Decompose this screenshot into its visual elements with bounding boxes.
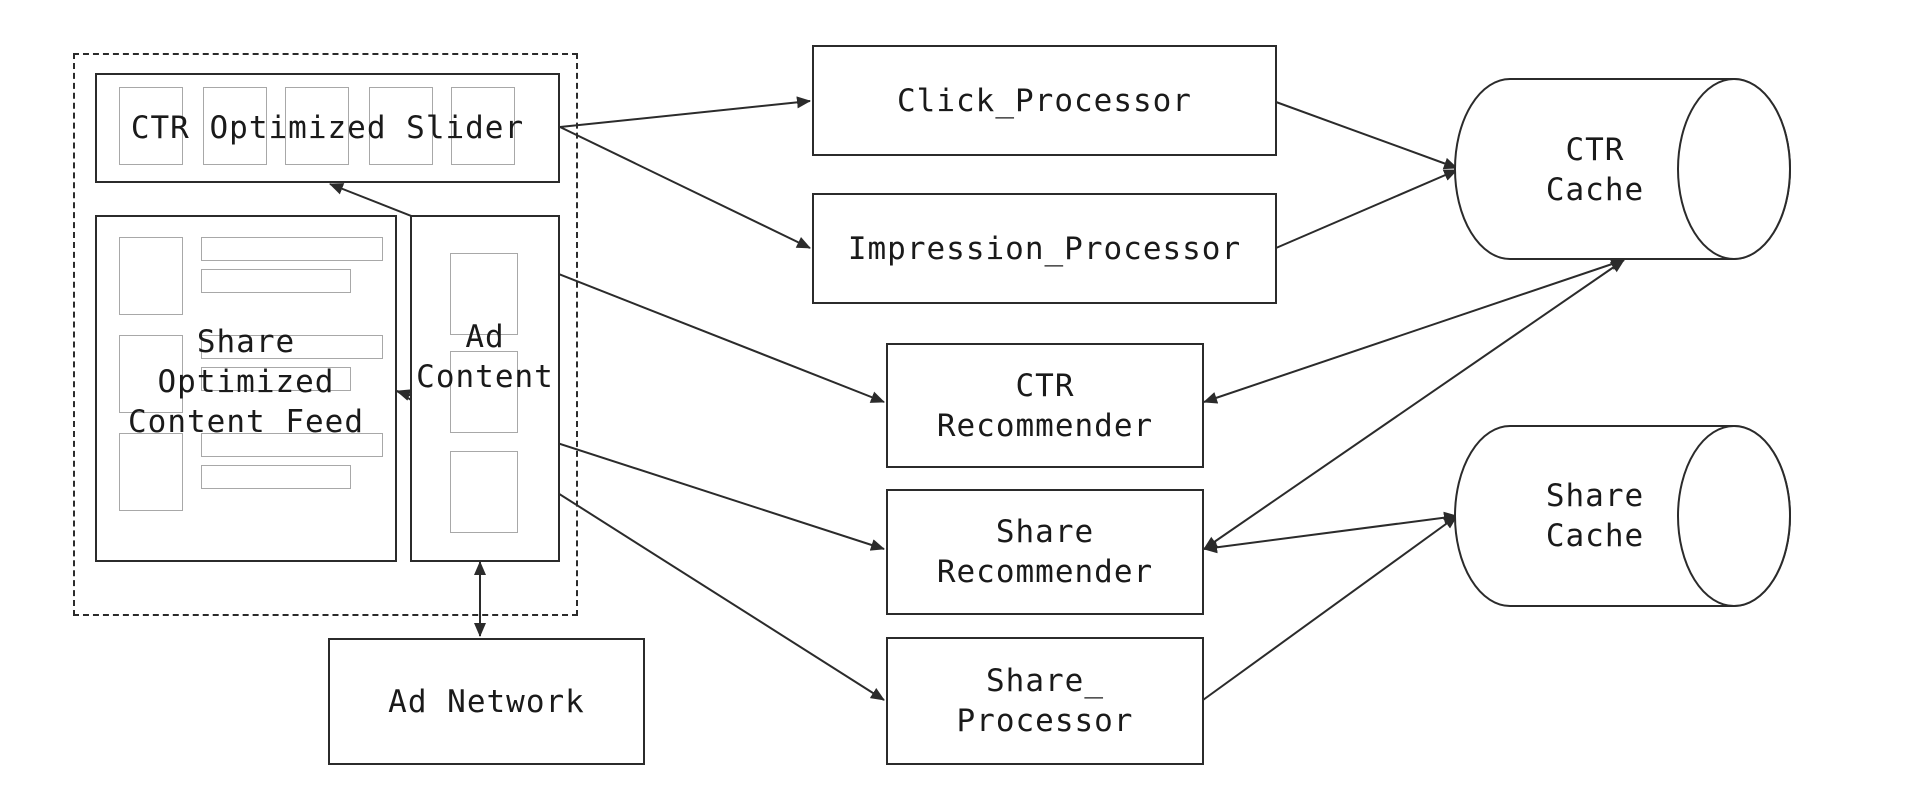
ad-slot [450,253,518,335]
share-cache-cylinder [1454,425,1791,607]
arrow-ctr-cache-share-recommender [1203,259,1625,550]
slider-card [369,87,433,165]
slider-card [119,87,183,165]
feed-thumbnail [119,433,183,511]
arrow-share-cache-share-recommender [1203,511,1458,554]
feed-text-line [201,335,383,359]
arrow-share-processor-to-share-cache [1202,515,1458,701]
slider-card [285,87,349,165]
feed-thumbnail [119,335,183,413]
arrow-slider-to-click-processor [559,96,811,128]
ad-slot [450,351,518,433]
feed-text-line [201,433,383,457]
slider-card [203,87,267,165]
slider-card [451,87,515,165]
ctr-cache-cylinder [1454,78,1791,260]
client-page-boundary [73,53,578,616]
feed-text-line [201,465,351,489]
feed-text-line [201,269,351,293]
feed-text-line [201,367,351,391]
feed-thumbnail [119,237,183,315]
feed-text-line [201,237,383,261]
arrow-impression-processor-to-ctr-cache [1275,169,1458,249]
ad-slot [450,451,518,533]
arrow-click-processor-to-ctr-cache [1275,101,1458,170]
